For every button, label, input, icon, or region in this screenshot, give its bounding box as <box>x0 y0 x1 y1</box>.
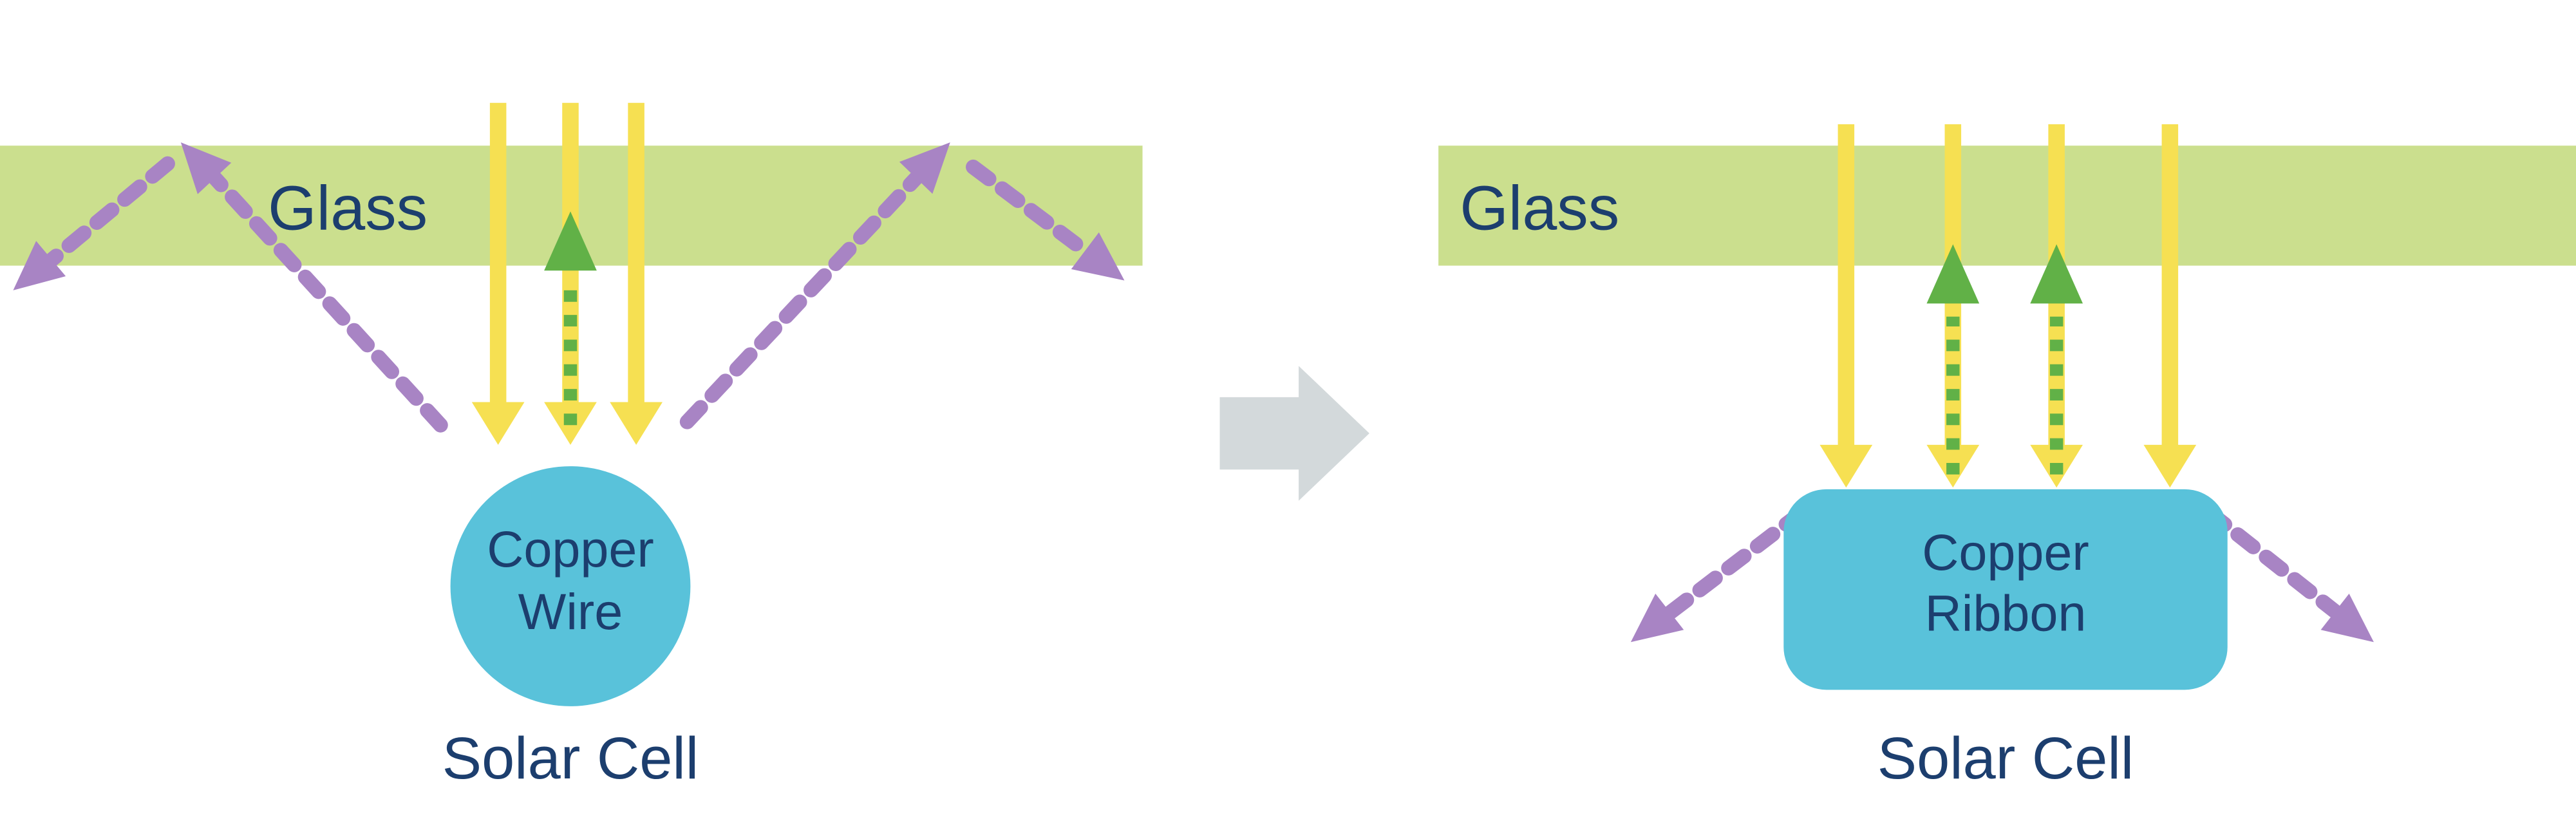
scattered-light-arrowhead <box>1071 232 1125 281</box>
copper-wire-label-line2: Wire <box>518 583 623 640</box>
scattered-light-ray <box>679 171 923 429</box>
scattered-light-arrowhead <box>1630 593 1684 643</box>
copper-wire-label-line1: Copper <box>487 520 654 578</box>
scattered-light-ray <box>1662 505 1809 620</box>
scattered-light-ray <box>45 156 175 267</box>
copper-ribbon-shape <box>1783 489 2228 690</box>
scattered-light-ray <box>966 159 1093 259</box>
reflected-light-arrowhead <box>544 211 597 271</box>
copper-ribbon-label-line2: Ribbon <box>1925 584 2087 641</box>
scattered-light-arrowhead <box>13 241 66 290</box>
incident-light-arrowhead <box>1819 444 1873 488</box>
reflected-light-arrowhead <box>1926 244 1980 304</box>
incident-light-arrowhead <box>471 402 525 445</box>
glass-label: Glass <box>1460 173 1619 243</box>
glass-label: Glass <box>268 173 428 243</box>
scattered-light-arrowhead <box>180 142 232 194</box>
incident-light-arrowhead <box>610 402 663 445</box>
transition-arrow-icon <box>1219 366 1369 501</box>
scattered-light-ray <box>207 171 448 433</box>
copper-ribbon-label-line1: Copper <box>1922 523 2089 581</box>
before-panel: Glass Copper Wire Solar Cell <box>0 102 1143 791</box>
scattered-light-ray <box>2202 505 2342 619</box>
scattered-light-arrowhead <box>2320 593 2374 643</box>
copper-wire-shape <box>450 466 691 706</box>
reflected-light-arrowhead <box>2030 244 2083 304</box>
glass-layer <box>1438 146 2576 266</box>
scattered-light-arrowhead <box>899 142 950 194</box>
solar-cell-label: Solar Cell <box>442 726 699 791</box>
incident-light-arrowhead <box>2143 444 2197 488</box>
solar-cell-label: Solar Cell <box>1877 726 2134 791</box>
after-panel: Glass Copper Ribbon Solar Cell <box>1438 124 2576 791</box>
